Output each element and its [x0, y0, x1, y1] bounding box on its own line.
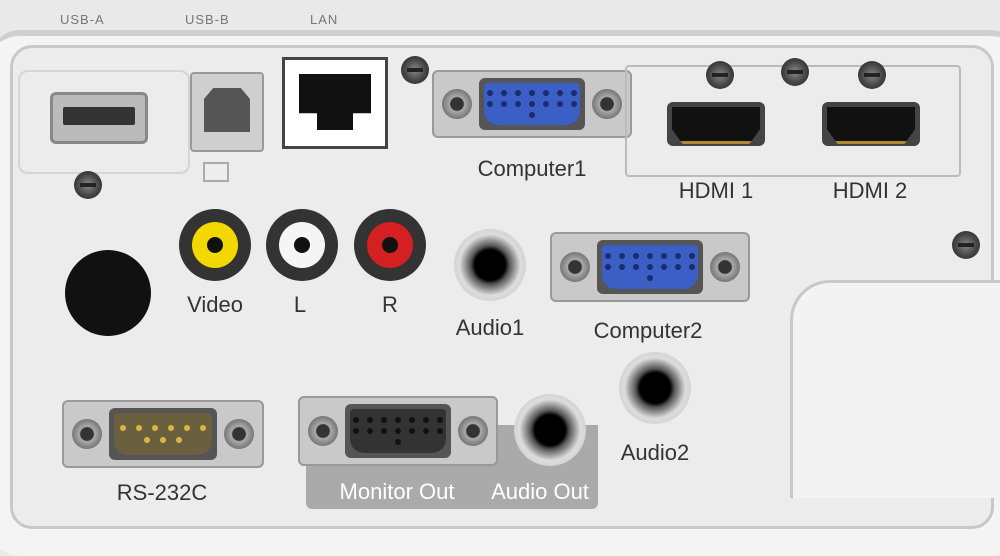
screw-icon	[952, 231, 980, 259]
audio-r-rca-port[interactable]	[354, 209, 426, 281]
lan-port[interactable]	[282, 57, 388, 149]
screw-icon	[781, 58, 809, 86]
lan-top-label: LAN	[310, 12, 339, 27]
monitor-out-vga-port[interactable]	[298, 396, 498, 466]
usb-a-top-label: USB-A	[60, 12, 105, 27]
video-rca-port[interactable]	[179, 209, 251, 281]
audio2-jack[interactable]	[619, 352, 691, 424]
usb-b-port[interactable]	[190, 72, 264, 152]
computer2-vga-port[interactable]	[550, 232, 750, 302]
usb-bay	[18, 70, 190, 174]
screw-icon	[858, 61, 886, 89]
audio1-label: Audio1	[455, 315, 525, 340]
monitor-out-label: Monitor Out	[339, 479, 455, 504]
computer2-label: Computer2	[593, 318, 703, 343]
audio2-label: Audio2	[620, 440, 690, 465]
usb-a-port[interactable]	[50, 92, 148, 144]
ir-receiver	[65, 250, 151, 336]
hdmi2-port[interactable]	[822, 102, 920, 146]
audio-l-label: L	[293, 292, 307, 317]
video-label: Video	[187, 292, 243, 317]
computer1-label: Computer1	[477, 156, 587, 181]
usb-b-top-label: USB-B	[185, 12, 230, 27]
screw-icon	[401, 56, 429, 84]
hdmi1-port[interactable]	[667, 102, 765, 146]
rs232c-port[interactable]	[62, 400, 264, 468]
audio-out-jack[interactable]	[514, 394, 586, 466]
screw-icon	[74, 171, 102, 199]
rs232c-label: RS-232C	[116, 480, 208, 505]
audio1-jack[interactable]	[454, 229, 526, 301]
screw-icon	[706, 61, 734, 89]
hdmi2-label: HDMI 2	[832, 178, 908, 203]
housing-notch	[790, 280, 1000, 498]
audio-out-label: Audio Out	[491, 479, 589, 504]
hdmi1-label: HDMI 1	[678, 178, 754, 203]
computer1-vga-port[interactable]	[432, 70, 632, 138]
computer-icon	[203, 162, 229, 182]
audio-r-label: R	[382, 292, 398, 317]
audio-l-rca-port[interactable]	[266, 209, 338, 281]
